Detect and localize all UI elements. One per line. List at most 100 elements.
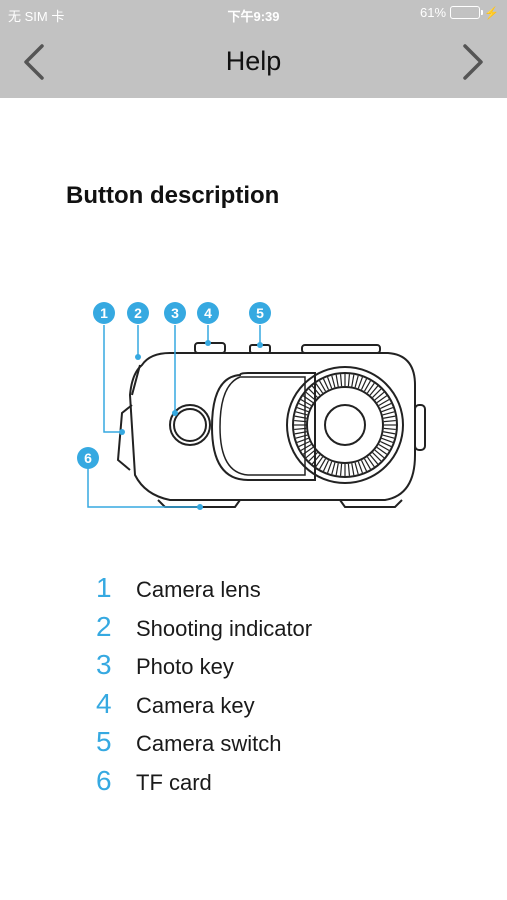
- svg-text:2: 2: [134, 305, 142, 321]
- legend-number: 5: [96, 726, 112, 758]
- callout-6: 6: [77, 447, 99, 469]
- dial-ridge: [300, 398, 312, 407]
- dial-ridge: [308, 388, 318, 398]
- dial-ridge: [378, 443, 390, 452]
- dial-ridge: [347, 374, 351, 387]
- legend-label: Photo key: [136, 654, 234, 680]
- legend-item: 5 Camera switch: [96, 726, 312, 765]
- dial-ridge: [376, 395, 388, 404]
- legend-number: 2: [96, 610, 112, 642]
- dial-ridge: [322, 378, 330, 390]
- dial-ridge: [318, 380, 327, 392]
- dial-ridge: [354, 462, 359, 475]
- legend-item: 1 Camera lens: [96, 572, 312, 611]
- legend-label: Camera switch: [136, 731, 282, 757]
- dial-ridge: [298, 440, 310, 448]
- dial-ridge: [383, 431, 396, 435]
- dial-ridge: [305, 449, 316, 459]
- dial-ridge: [294, 427, 307, 431]
- svg-text:3: 3: [171, 305, 179, 321]
- top-bar: 无 SIM 卡 下午9:39 61% ⚡ Help: [0, 0, 507, 98]
- dial-ridge: [311, 385, 321, 396]
- dial-ridge: [369, 385, 379, 396]
- dial-ridge: [363, 458, 372, 470]
- legend-number: 3: [96, 649, 112, 681]
- dial-ridge: [380, 440, 392, 448]
- dial-ridge: [294, 431, 307, 435]
- page-title: Help: [225, 46, 282, 76]
- dial-ridge: [295, 434, 308, 439]
- callout-2: 2: [127, 302, 149, 324]
- dial-ridge: [331, 462, 336, 475]
- dial-ridge: [360, 378, 368, 390]
- dial-ridge: [300, 443, 312, 452]
- dial-ridge: [331, 375, 336, 388]
- dial-ridge: [357, 461, 364, 474]
- callout-5: 5: [249, 302, 271, 324]
- legend-number: 1: [96, 572, 112, 603]
- dial-ridge: [335, 374, 339, 387]
- battery-percent: 61%: [420, 5, 447, 20]
- charging-bolt-icon: ⚡: [484, 5, 499, 20]
- dial-ridge: [351, 374, 355, 387]
- legend-label: Shooting indicator: [136, 615, 313, 641]
- dial-ridge: [366, 382, 375, 394]
- carrier-label: 无 SIM 卡: [8, 9, 65, 24]
- legend-item: 2 Shooting indicator: [96, 611, 312, 650]
- dial-ridge: [376, 446, 388, 455]
- dial-ridge: [294, 419, 307, 423]
- dial-ridge: [322, 460, 330, 472]
- dial-ridge: [382, 434, 395, 439]
- dial-ridge: [315, 382, 324, 394]
- dial-ridge: [315, 456, 324, 468]
- battery-icon: [450, 6, 484, 19]
- dial-ridge: [381, 406, 394, 413]
- dial-ridge: [326, 376, 333, 389]
- callout-4: 4: [197, 302, 219, 324]
- dial-ridge: [360, 460, 368, 472]
- dial-ridge: [311, 454, 321, 465]
- dial-ridge: [296, 406, 309, 413]
- callout-1: 1: [93, 302, 115, 324]
- dial-ridge: [378, 398, 390, 407]
- dial-ridge: [357, 376, 364, 389]
- legend-label: Camera lens: [136, 577, 261, 602]
- dial-ridge: [354, 375, 359, 388]
- legend-item: 3 Photo key: [96, 649, 312, 688]
- dial-ridge: [372, 388, 382, 398]
- camera-illustration: 1 2 3 4 5 6: [77, 302, 426, 510]
- dial-ridge: [326, 461, 333, 474]
- dial-ridge: [374, 449, 385, 459]
- dial-ridge: [308, 452, 318, 462]
- battery-status: 61% ⚡: [420, 5, 499, 20]
- camera-diagram: 1 2 3 4 5 6: [70, 295, 440, 525]
- dial-ridge: [335, 463, 339, 476]
- dial-ridge: [295, 411, 308, 416]
- dial-ridge: [318, 458, 327, 470]
- dial-ridge: [363, 380, 372, 392]
- callout-3: 3: [164, 302, 186, 324]
- dial-ridge: [369, 454, 379, 465]
- status-bar: 无 SIM 卡 下午9:39 61% ⚡: [0, 0, 507, 26]
- dial-ridge: [380, 402, 392, 410]
- dial-ridge: [339, 374, 343, 387]
- svg-text:4: 4: [204, 305, 212, 321]
- dial-ridge: [372, 452, 382, 462]
- legend-label: Camera key: [136, 692, 255, 718]
- legend-number: 4: [96, 687, 112, 719]
- back-button[interactable]: [14, 40, 58, 84]
- svg-text:1: 1: [100, 305, 108, 321]
- svg-text:5: 5: [256, 305, 264, 321]
- chevron-right-icon: [463, 44, 483, 80]
- dial-ridge: [347, 463, 351, 476]
- forward-button[interactable]: [449, 40, 493, 84]
- dial-ridge: [381, 437, 394, 444]
- dial-ridge: [302, 395, 314, 404]
- dial-ridge: [339, 463, 343, 476]
- dial-ridge: [296, 437, 309, 444]
- legend-number: 6: [96, 764, 112, 796]
- button-legend: 1 Camera lens 2 Shooting indicator 3 Pho…: [96, 572, 312, 804]
- svg-text:6: 6: [84, 450, 92, 466]
- legend-item: 4 Camera key: [96, 688, 312, 727]
- section-title: Button description: [66, 182, 280, 209]
